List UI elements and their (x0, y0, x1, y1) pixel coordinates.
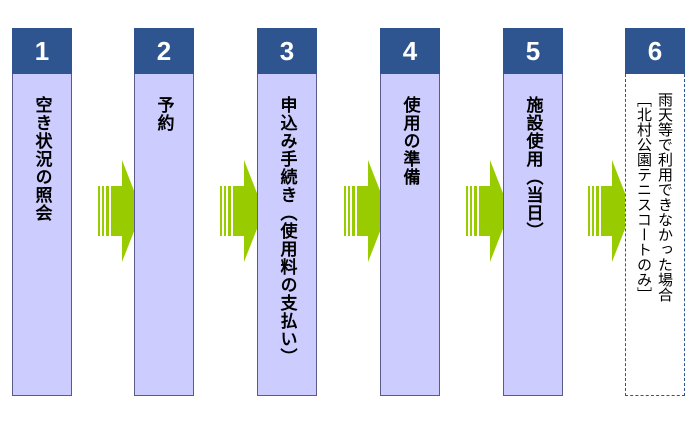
step-6-number: 6 (625, 28, 685, 74)
step-1-label: 空き状況の照会 (31, 96, 52, 222)
arrow-right-icon (588, 160, 632, 262)
step-4: 4 使用の準備 (380, 28, 440, 396)
step-6-box: 雨天等で利用できなかった場合 ［北村公園テニスコートのみ］ (625, 74, 685, 396)
step-1: 1 空き状況の照会 (12, 28, 72, 396)
arrow-right-icon (220, 160, 264, 262)
step-1-box: 空き状況の照会 (12, 74, 72, 396)
step-4-box: 使用の準備 (380, 74, 440, 396)
arrow-right-icon (344, 160, 388, 262)
step-2-box: 予約 (134, 74, 194, 396)
step-3-label: 申込み手続き（使用料の支払い） (276, 96, 297, 366)
step-3-box: 申込み手続き（使用料の支払い） (257, 74, 317, 396)
step-2: 2 予約 (134, 28, 194, 396)
step-3: 3 申込み手続き（使用料の支払い） (257, 28, 317, 396)
step-2-label: 予約 (153, 96, 174, 132)
step-5-label: 施設使用（当日） (522, 96, 543, 240)
step-4-number: 4 (380, 28, 440, 74)
step-5: 5 施設使用（当日） (503, 28, 563, 396)
step-4-label: 使用の準備 (399, 96, 420, 186)
step-3-number: 3 (257, 28, 317, 74)
step-6-label-line1: 雨天等で利用できなかった場合 (656, 92, 674, 302)
step-2-number: 2 (134, 28, 194, 74)
step-5-box: 施設使用（当日） (503, 74, 563, 396)
step-6: 6 雨天等で利用できなかった場合 ［北村公園テニスコートのみ］ (625, 28, 685, 396)
step-1-number: 1 (12, 28, 72, 74)
arrow-right-icon (466, 160, 510, 262)
arrow-right-icon (98, 160, 142, 262)
step-6-label-line2: ［北村公園テニスコートのみ］ (635, 92, 653, 302)
step-6-label: 雨天等で利用できなかった場合 ［北村公園テニスコートのみ］ (634, 92, 676, 302)
step-5-number: 5 (503, 28, 563, 74)
